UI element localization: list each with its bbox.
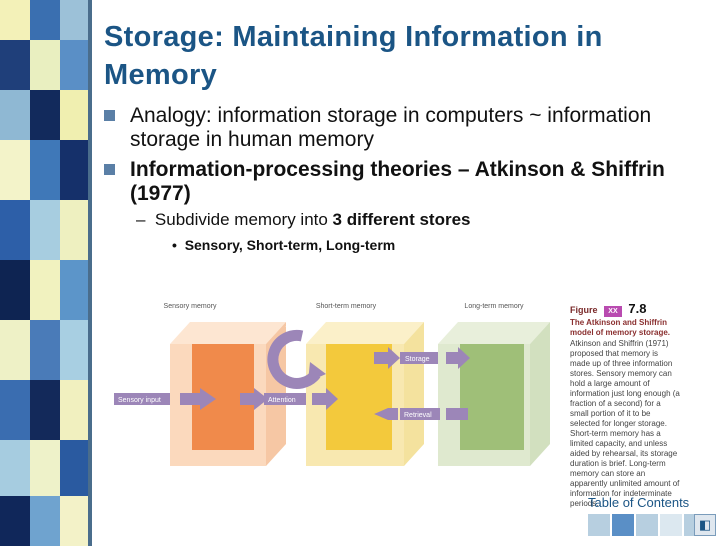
sub-sub-bullet-text: Sensory, Short-term, Long-term <box>184 237 396 253</box>
retrieval-arrow: Retrieval <box>374 408 468 420</box>
bullet-text: Information-processing theories – Atkins… <box>130 158 665 205</box>
label-sensory-memory: Sensory memory <box>164 303 217 310</box>
sub-bullet-text: Subdivide memory into <box>154 210 333 229</box>
label-long-term-memory: Long-term memory <box>464 303 524 310</box>
label-storage: Storage <box>405 356 430 363</box>
label-rehearsal: Rehearsal <box>285 307 314 332</box>
sensory-input-arrow: Sensory input <box>114 388 216 410</box>
figure-caption-body: Atkinson and Shiffrin (1971) proposed th… <box>570 339 680 508</box>
label-sensory-input: Sensory input <box>118 397 161 404</box>
table-of-contents-link[interactable]: Table of Contents <box>588 495 690 510</box>
slide-title: Storage: Maintaining Information in Memo… <box>104 21 603 91</box>
long-term-memory-box <box>438 322 550 466</box>
label-short-term-memory: Short-term memory <box>316 303 377 310</box>
slide-nav-icon[interactable]: ◧ <box>694 514 716 536</box>
decorative-side-strip <box>0 0 92 546</box>
figure-label: Figure <box>570 305 598 315</box>
sub-bullet-bold: 3 different stores <box>332 210 471 229</box>
sub-sub-bullet: • Sensory, Short-term, Long-term <box>172 237 395 253</box>
figure-caption-title: The Atkinson and Shiffrin model of memor… <box>570 318 671 337</box>
dot-marker: • <box>172 237 185 253</box>
storage-arrow: Storage <box>374 347 470 369</box>
figure-xx-icon: XX <box>603 306 622 317</box>
figure-badge: Figure XX 7.8 <box>570 300 647 318</box>
bullet-square-icon <box>104 164 115 175</box>
figure-caption: The Atkinson and Shiffrin model of memor… <box>570 318 680 509</box>
attention-arrow: Attention <box>240 388 338 410</box>
bullet-square-icon <box>104 110 115 121</box>
memory-model-diagram: Sensory memory Short-term memory Long-te… <box>114 303 550 466</box>
label-attention: Attention <box>268 397 296 404</box>
dash-marker: – <box>136 210 155 229</box>
sub-bullet-stores: – Subdivide memory into 3 different stor… <box>136 210 470 230</box>
short-term-memory-box <box>306 322 424 466</box>
bullet-text: Analogy: information storage in computer… <box>130 104 652 151</box>
footer-color-bar <box>588 514 708 541</box>
label-retrieval: Retrieval <box>404 412 432 419</box>
figure-number: 7.8 <box>628 301 647 316</box>
